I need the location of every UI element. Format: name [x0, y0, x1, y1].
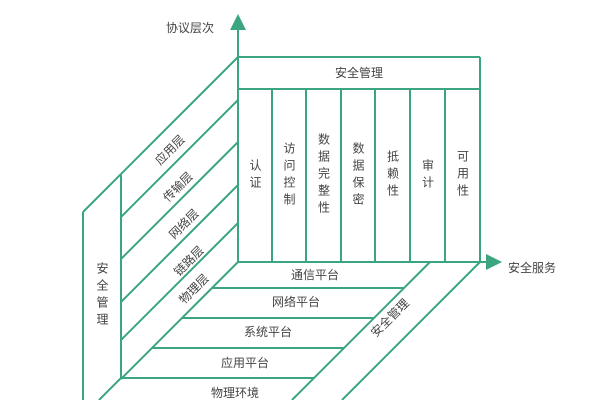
front-column-data-confidentiality: 数据保密	[341, 89, 375, 262]
bottom-outer-right-edge	[341, 261, 481, 400]
bottom-platform-label: 网络平台	[272, 294, 320, 309]
front-column-label: 数据完整性	[316, 133, 331, 218]
left-outer-edge	[82, 56, 239, 213]
front-column-label: 抵赖性	[385, 150, 400, 201]
left-layer-divider	[120, 222, 239, 341]
horizontal-axis-label: 安全服务	[508, 260, 556, 275]
diagram-lines	[82, 14, 502, 400]
front-column-label: 审计	[420, 158, 435, 193]
front-column-non-repudiation: 抵赖性	[375, 89, 410, 262]
front-column-authentication: 认证	[238, 89, 272, 262]
left-layer-divider	[120, 141, 239, 260]
left-side-band-label: 安全管理	[95, 262, 109, 330]
front-column-label: 访问控制	[282, 141, 296, 210]
bottom-platform-label: 通信平台	[291, 267, 339, 282]
front-column-availability: 可用性	[445, 89, 480, 262]
vertical-axis-label: 协议层次	[166, 20, 214, 35]
left-bottom-diagonal	[98, 377, 122, 400]
left-side-band: 安全管理	[83, 240, 121, 352]
front-column-access-control: 访问控制	[272, 89, 306, 262]
left-layer-divider	[120, 184, 239, 303]
front-column-label: 可用性	[455, 150, 470, 201]
front-column-label: 认证	[248, 158, 262, 193]
left-layer-divider	[120, 99, 239, 218]
bottom-platform-label: 系统平台	[244, 324, 292, 339]
front-column-data-integrity: 数据完整性	[306, 89, 341, 262]
bottom-inner-right-edge	[291, 261, 431, 400]
left-layer-label: 网络层	[166, 206, 202, 242]
left-layer-divider	[120, 261, 239, 380]
front-column-label: 数据保密	[351, 141, 365, 210]
front-column-audit: 审计	[410, 89, 445, 262]
bottom-platform-label: 应用平台	[221, 355, 269, 370]
front-top-band-label: 安全管理	[335, 65, 383, 80]
bottom-platform-label: 物理环境	[211, 385, 259, 400]
